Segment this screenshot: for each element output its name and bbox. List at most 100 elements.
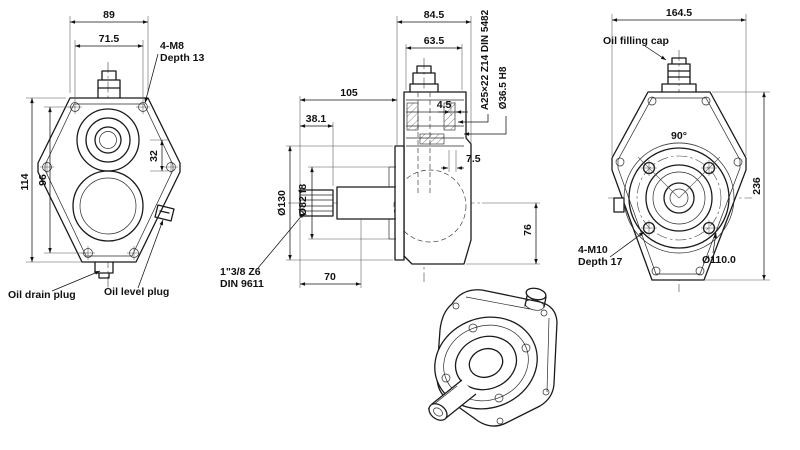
iso-top-cap-base [524, 299, 545, 311]
front-bolt-note-line2: Depth 13 [160, 52, 205, 64]
oil-cap-label: Oil filling cap [603, 35, 669, 47]
rear-housing-outline [611, 91, 747, 281]
side-input-cap [409, 65, 439, 93]
bolt-hole [468, 323, 478, 333]
side-bearing-hatch-right [443, 102, 456, 131]
front-extension-lines [26, 16, 168, 263]
front-upper-bore-mid [85, 117, 131, 163]
screw-hole [452, 302, 460, 310]
front-housing-outline [37, 97, 181, 263]
front-lower-bore-inner [79, 177, 137, 235]
side-view: 84.5 63.5 105 38.1 4.5 7.5 Ø130 Ø82 f8 7… [220, 9, 540, 290]
front-dim-overall-width: 89 [103, 9, 115, 21]
screw-hole [496, 417, 504, 425]
input-spline-note: A25×22 Z14 DIN 5482 [480, 9, 491, 110]
front-lower-bore-outer [72, 170, 144, 242]
oil-level-label: Oil level plug [104, 286, 169, 298]
side-bearing-hatch-left [406, 102, 419, 131]
rear-bolt-note-leader [609, 231, 645, 258]
screw-hole [542, 388, 550, 396]
input-spline-leader [458, 114, 489, 124]
bolt-hole [441, 373, 451, 383]
side-dim-flange-diameter: Ø130 [276, 190, 288, 216]
side-hidden-lines [417, 92, 431, 196]
front-bolt-note-leader [144, 53, 159, 104]
screw-hole [651, 266, 661, 276]
iso-boss [454, 335, 518, 391]
iso-body-edges [465, 296, 550, 393]
iso-bolt-holes [441, 323, 531, 403]
rear-angle-lines [637, 142, 721, 199]
rear-dim-pilot-diameter: Ø110.0 [702, 254, 736, 266]
side-dim-depth-overall: 84.5 [424, 9, 445, 21]
side-housing-detail-lines [406, 99, 464, 147]
rear-bolt-circle [636, 155, 722, 241]
rear-boss-inner [652, 171, 706, 225]
front-view: 89 71.5 114 96 32 4-M8 Depth 13 Oil drai… [8, 9, 205, 301]
rear-view: 90° 164.5 236 Ø110.0 Oil filling cap 4-M… [578, 7, 770, 292]
pto-note-leader [257, 212, 305, 269]
oil-level-leader [137, 219, 164, 289]
rear-bolt-note-line1: 4-M10 [578, 244, 608, 256]
side-dim-depth-cover: 63.5 [424, 35, 445, 47]
rear-dim-overall-width: 164.5 [666, 7, 692, 19]
screw-hole [701, 96, 711, 106]
rear-dim-overall-height: 236 [751, 177, 763, 195]
rear-bolt-note-line2: Depth 17 [578, 256, 623, 268]
front-upper-bore-hub [94, 126, 122, 154]
front-upper-bore-shaft [99, 131, 117, 149]
iso-hub [468, 347, 504, 379]
iso-shaft-end-inner [433, 407, 443, 417]
pto-note-line1: 1"3/8 Z6 [220, 266, 261, 278]
front-oil-drain-plug-shape [94, 261, 114, 279]
screw-hole [647, 96, 657, 106]
iso-top-cap-face [525, 287, 547, 301]
rear-shaft-end [669, 188, 689, 208]
input-bore-note: Ø36.5 H8 [498, 66, 509, 109]
rear-dim-bolt-angle: 90° [671, 130, 687, 142]
side-pilot-hub [388, 166, 396, 240]
input-bore-leader [464, 116, 507, 136]
side-hub-hatch [419, 133, 445, 145]
rear-pilot-leader [712, 232, 718, 254]
side-dim-shaft-to-flange: 105 [340, 87, 358, 99]
pto-shaft-spline-lines [300, 190, 334, 216]
rear-oil-cap-shape [661, 57, 697, 93]
front-dim-bore-offset: 32 [148, 150, 160, 162]
front-oil-level-plug-shape [154, 204, 175, 222]
bolt-hole [494, 393, 504, 403]
rear-housing-inner-line [617, 97, 741, 275]
rear-corner-screws [615, 96, 743, 276]
screw-hole [695, 266, 705, 276]
isometric-view [427, 287, 558, 427]
front-housing-inner-line [44, 103, 174, 257]
iso-shaft-end [428, 403, 448, 421]
side-hidden-gear [393, 169, 467, 243]
rear-shaft-hub [663, 182, 695, 214]
iso-flange-ring [443, 324, 529, 402]
front-dim-inner-width: 71.5 [99, 33, 120, 45]
front-breather-plug [97, 70, 121, 99]
oil-drain-label: Oil drain plug [8, 289, 76, 301]
oil-cap-leader [644, 45, 667, 61]
side-flange-edge [394, 145, 405, 261]
screw-hole [733, 157, 743, 167]
rear-flange-ring [628, 147, 730, 249]
bolt-hole [521, 343, 531, 353]
oil-drain-leader [51, 270, 101, 292]
pto-note-line2: DIN 9611 [220, 278, 264, 290]
screw-hole [540, 309, 548, 317]
pto-shaft-mid [336, 186, 397, 220]
front-dim-inner-height: 96 [37, 174, 49, 186]
rear-extension-lines [611, 14, 770, 281]
side-dim-shaft-length: 70 [324, 271, 336, 283]
side-extension-lines [286, 16, 540, 288]
iso-corner-screws [452, 302, 550, 425]
side-dim-flange-thickness: 7.5 [466, 153, 481, 165]
side-dim-axis-to-base: 76 [522, 224, 534, 236]
front-bolt-note-line1: 4-M8 [160, 40, 184, 52]
rear-side-plug [613, 197, 625, 213]
rear-boss-outer [645, 164, 713, 232]
